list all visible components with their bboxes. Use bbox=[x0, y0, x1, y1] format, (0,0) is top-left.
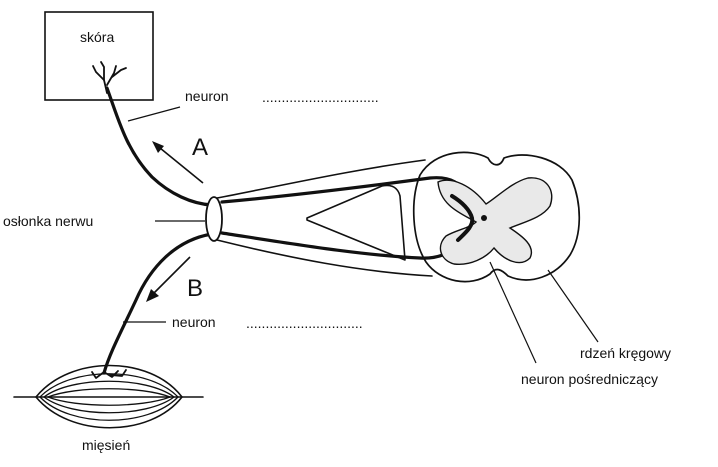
arrow-b bbox=[146, 257, 190, 302]
arrow-b-label: B bbox=[187, 275, 203, 302]
nerve-sheath bbox=[206, 197, 222, 241]
spinal-cord-label: rdzeń kręgowy bbox=[580, 345, 671, 361]
skin-label: skóra bbox=[80, 29, 114, 45]
spinal-cord-leader bbox=[548, 270, 598, 342]
sensory-neuron-leader bbox=[128, 107, 180, 121]
motor-neuron-label: neuron bbox=[172, 314, 216, 330]
central-canal bbox=[481, 215, 487, 221]
sensory-neuron-label: neuron bbox=[185, 88, 229, 104]
arrow-a-label: A bbox=[192, 134, 208, 161]
nerve-bundle bbox=[217, 160, 432, 276]
sensory-neuron-answer-blank[interactable]: .............................. bbox=[262, 89, 379, 105]
muscle-label: mięsień bbox=[82, 437, 130, 453]
motor-neuron-fiber bbox=[104, 234, 212, 373]
nerve-sheath-label: osłonka nerwu bbox=[3, 213, 93, 229]
interneuron-label: neuron pośredniczący bbox=[521, 371, 658, 387]
motor-neuron-answer-blank[interactable]: .............................. bbox=[246, 315, 363, 331]
skin-box bbox=[45, 12, 153, 100]
receptor-endings bbox=[93, 62, 126, 93]
spinal-cord-grey-matter bbox=[438, 178, 552, 264]
